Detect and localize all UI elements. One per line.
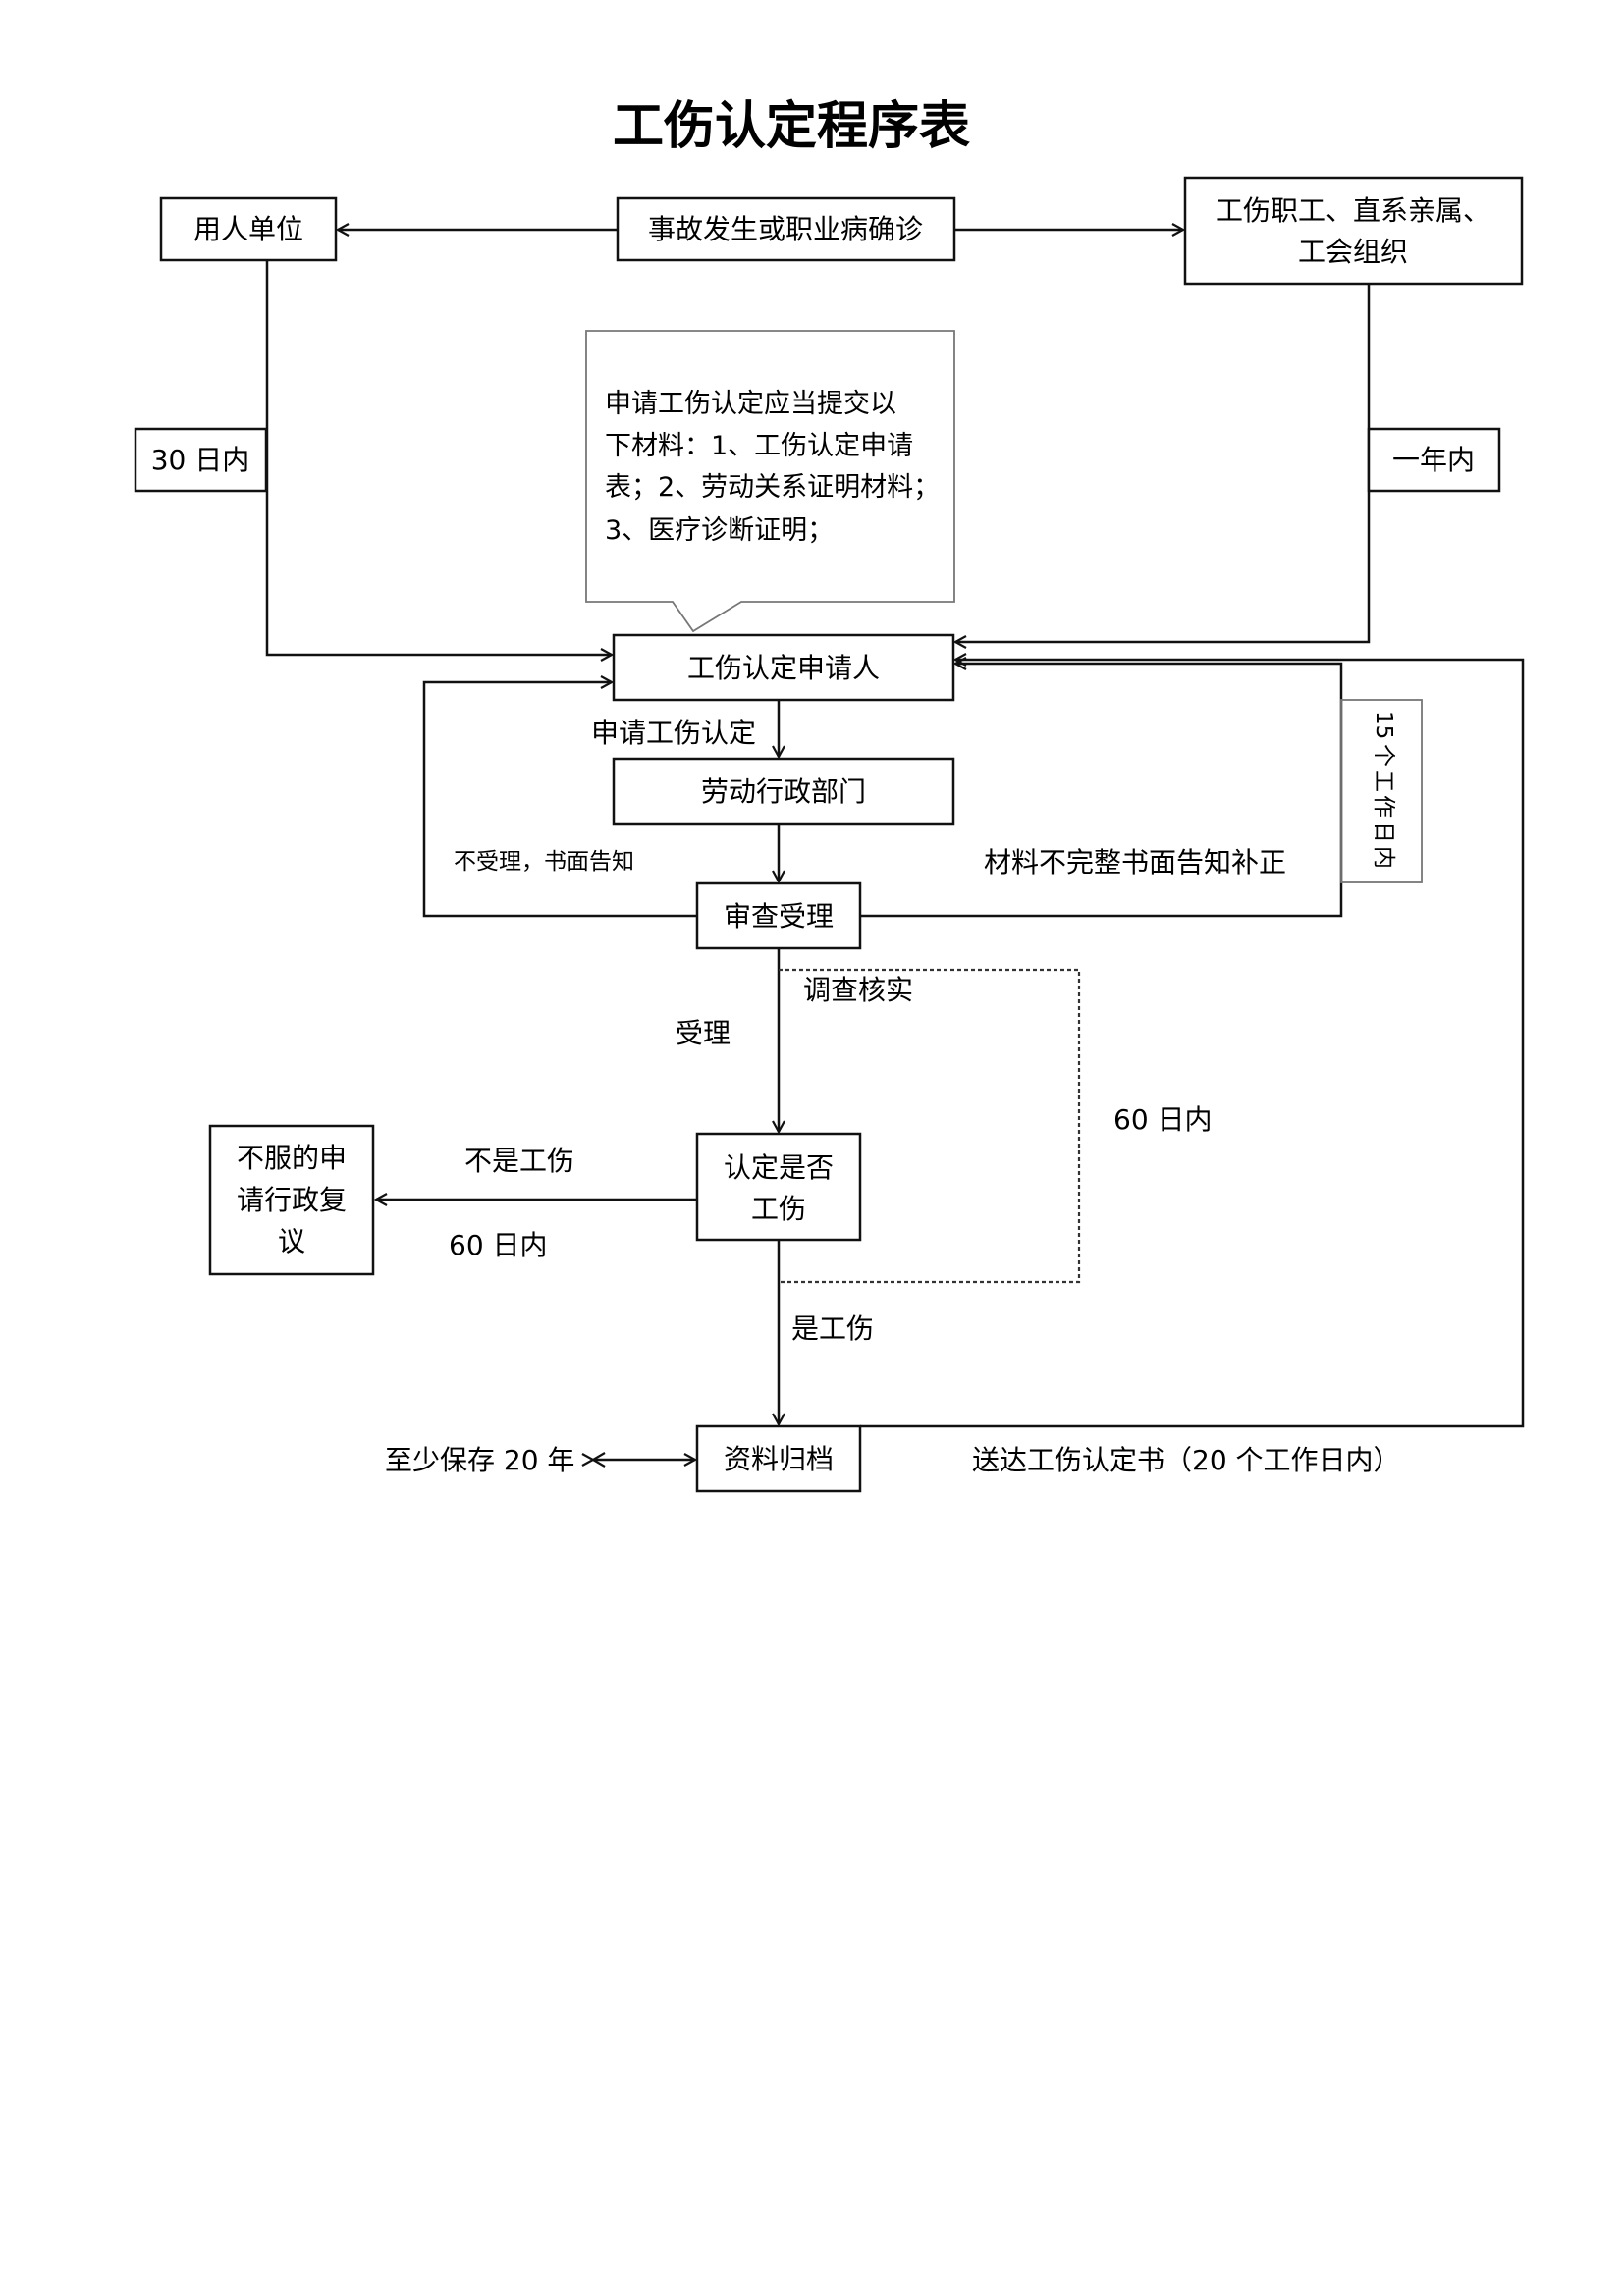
materials-note-line1: 申请工伤认定应当提交以	[605, 389, 896, 419]
days15-char-1: 15	[1371, 711, 1396, 739]
review-label: 审查受理	[724, 900, 834, 933]
worker-box	[1183, 176, 1524, 286]
days15-box	[1340, 699, 1423, 883]
path-reject-to-applicant	[422, 682, 697, 918]
materials-note-callout	[585, 330, 955, 633]
apply-label: 申请工伤认定	[591, 717, 756, 749]
not-injury-label: 不是工伤	[464, 1145, 574, 1177]
appeal-label-line1: 不服的申	[237, 1142, 347, 1174]
days15-vertical-text: 15 个 工 作 日 内	[1371, 711, 1396, 869]
archive-label: 资料归档	[724, 1443, 834, 1475]
within-30-days-box	[134, 427, 268, 493]
appeal-label-line2: 请行政复	[237, 1184, 347, 1216]
accident-label: 事故发生或职业病确诊	[648, 213, 923, 245]
days15-char-5: 日	[1371, 821, 1396, 843]
appeal-label-line3: 议	[278, 1225, 305, 1257]
within-60-days-right-label: 60 日内	[1113, 1103, 1213, 1136]
within-60-days-left-label: 60 日内	[449, 1229, 548, 1261]
page-title: 工伤认定程序表	[613, 96, 970, 156]
within-one-year-label: 一年内	[1392, 444, 1475, 476]
deliver-label: 送达工伤认定书（20 个工作日内）	[972, 1444, 1401, 1476]
applicant-label: 工伤认定申请人	[687, 652, 880, 684]
within-one-year-box	[1367, 427, 1501, 493]
worker-label-line1: 工伤职工、直系亲属、	[1216, 194, 1490, 227]
employer-label: 用人单位	[193, 213, 303, 245]
accept-label: 受理	[676, 1017, 731, 1049]
worker-label-line2: 工会组织	[1298, 236, 1408, 268]
keep-20-years-label: 至少保存 20 年	[385, 1444, 574, 1476]
materials-note-line2: 下材料：1、工伤认定申请	[605, 431, 913, 461]
materials-note-line4: 3、医疗诊断证明；	[605, 515, 834, 546]
materials-note-line3: 表；2、劳动关系证明材料；	[605, 472, 940, 503]
labor-dept-box	[612, 757, 955, 826]
days15-char-4: 作	[1371, 795, 1396, 818]
labor-dept-label: 劳动行政部门	[701, 775, 866, 808]
decide-label-line1: 认定是否	[724, 1151, 834, 1184]
path-deliver-to-applicant	[860, 660, 1525, 1428]
archive-box	[695, 1424, 862, 1493]
days15-char-2: 个	[1371, 744, 1396, 767]
is-injury-label: 是工伤	[791, 1312, 874, 1345]
path-employer-to-applicant	[265, 260, 612, 655]
days15-char-6: 内	[1371, 846, 1396, 869]
decide-label-line2: 工伤	[751, 1193, 806, 1225]
within-30-days-label: 30 日内	[151, 444, 250, 476]
reject-notice-label: 不受理，书面告知	[454, 849, 634, 875]
path-worker-to-applicant	[955, 284, 1371, 642]
days15-char-3: 工	[1371, 770, 1396, 792]
arrow-keep-20-years-left-head	[590, 1452, 606, 1468]
incomplete-notice-label: 材料不完整书面告知补正	[984, 846, 1286, 879]
investigation-dashed-loop	[779, 968, 1081, 1284]
appeal-box	[208, 1124, 375, 1276]
investigate-label: 调查核实	[803, 974, 913, 1006]
